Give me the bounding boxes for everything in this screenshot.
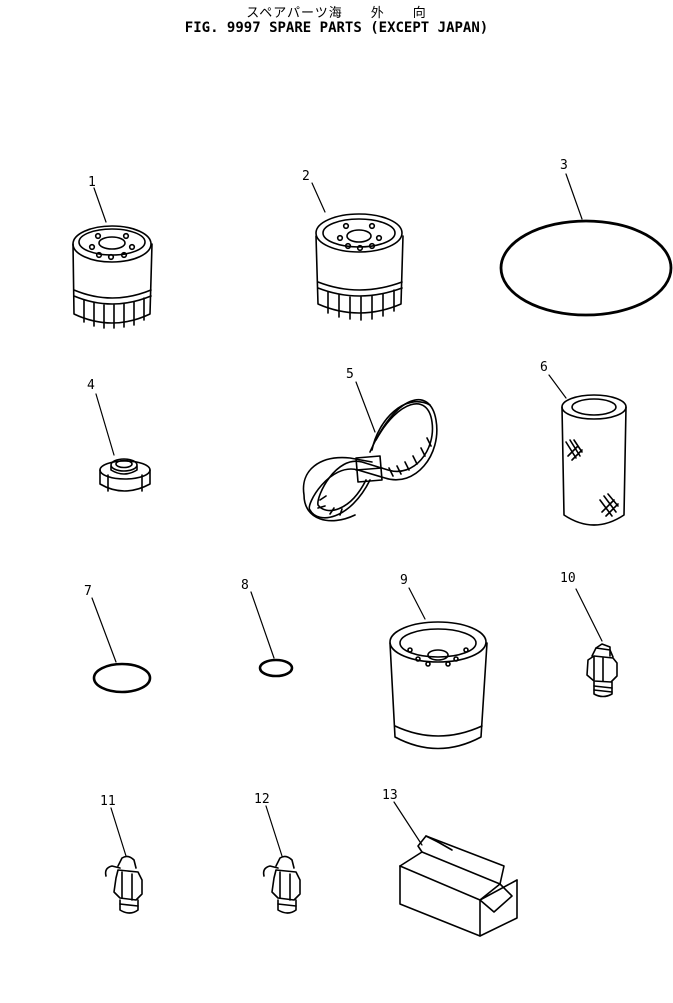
part-6-filter-element-icon xyxy=(561,394,627,526)
part-8-o-ring-icon xyxy=(258,658,294,678)
part-number-4: 4 xyxy=(87,378,95,393)
leader-12 xyxy=(265,805,283,857)
part-number-5: 5 xyxy=(346,367,354,382)
leader-9 xyxy=(408,587,426,620)
part-number-11: 11 xyxy=(100,794,116,809)
leader-2 xyxy=(311,182,326,213)
part-number-13: 13 xyxy=(382,788,398,803)
leader-4 xyxy=(95,393,115,456)
leader-7 xyxy=(91,597,117,663)
part-10-grease-fitting-icon xyxy=(586,643,618,698)
part-12-grease-fitting-icon xyxy=(262,855,301,914)
part-13-box-icon xyxy=(399,835,518,937)
part-number-10: 10 xyxy=(560,571,576,586)
leader-13 xyxy=(393,801,423,846)
leader-11 xyxy=(110,807,127,857)
leader-5 xyxy=(355,381,376,433)
leader-1 xyxy=(93,187,107,223)
leader-8 xyxy=(250,591,275,659)
leader-10 xyxy=(575,588,603,642)
part-9-fuel-filter-icon xyxy=(389,621,488,750)
part-4-bushing-icon xyxy=(99,458,151,492)
part-7-o-ring-icon xyxy=(92,662,152,694)
part-number-8: 8 xyxy=(241,578,249,593)
part-2-oil-filter-icon xyxy=(315,213,404,321)
part-number-9: 9 xyxy=(400,573,408,588)
part-1-oil-filter-icon xyxy=(72,225,153,329)
part-number-6: 6 xyxy=(540,360,548,375)
part-number-3: 3 xyxy=(560,158,568,173)
part-number-2: 2 xyxy=(302,169,310,184)
title-japanese: スペアパーツ海 外 向 xyxy=(246,6,427,21)
title-english: FIG. 9997 SPARE PARTS (EXCEPT JAPAN) xyxy=(184,20,489,36)
part-number-7: 7 xyxy=(84,584,92,599)
part-number-12: 12 xyxy=(254,792,270,807)
leader-6 xyxy=(548,374,567,399)
leader-3 xyxy=(565,173,583,220)
part-11-grease-fitting-icon xyxy=(104,855,143,914)
part-3-o-ring-icon xyxy=(499,219,673,317)
part-5-fan-belt-icon xyxy=(302,399,438,522)
part-number-1: 1 xyxy=(88,175,96,190)
